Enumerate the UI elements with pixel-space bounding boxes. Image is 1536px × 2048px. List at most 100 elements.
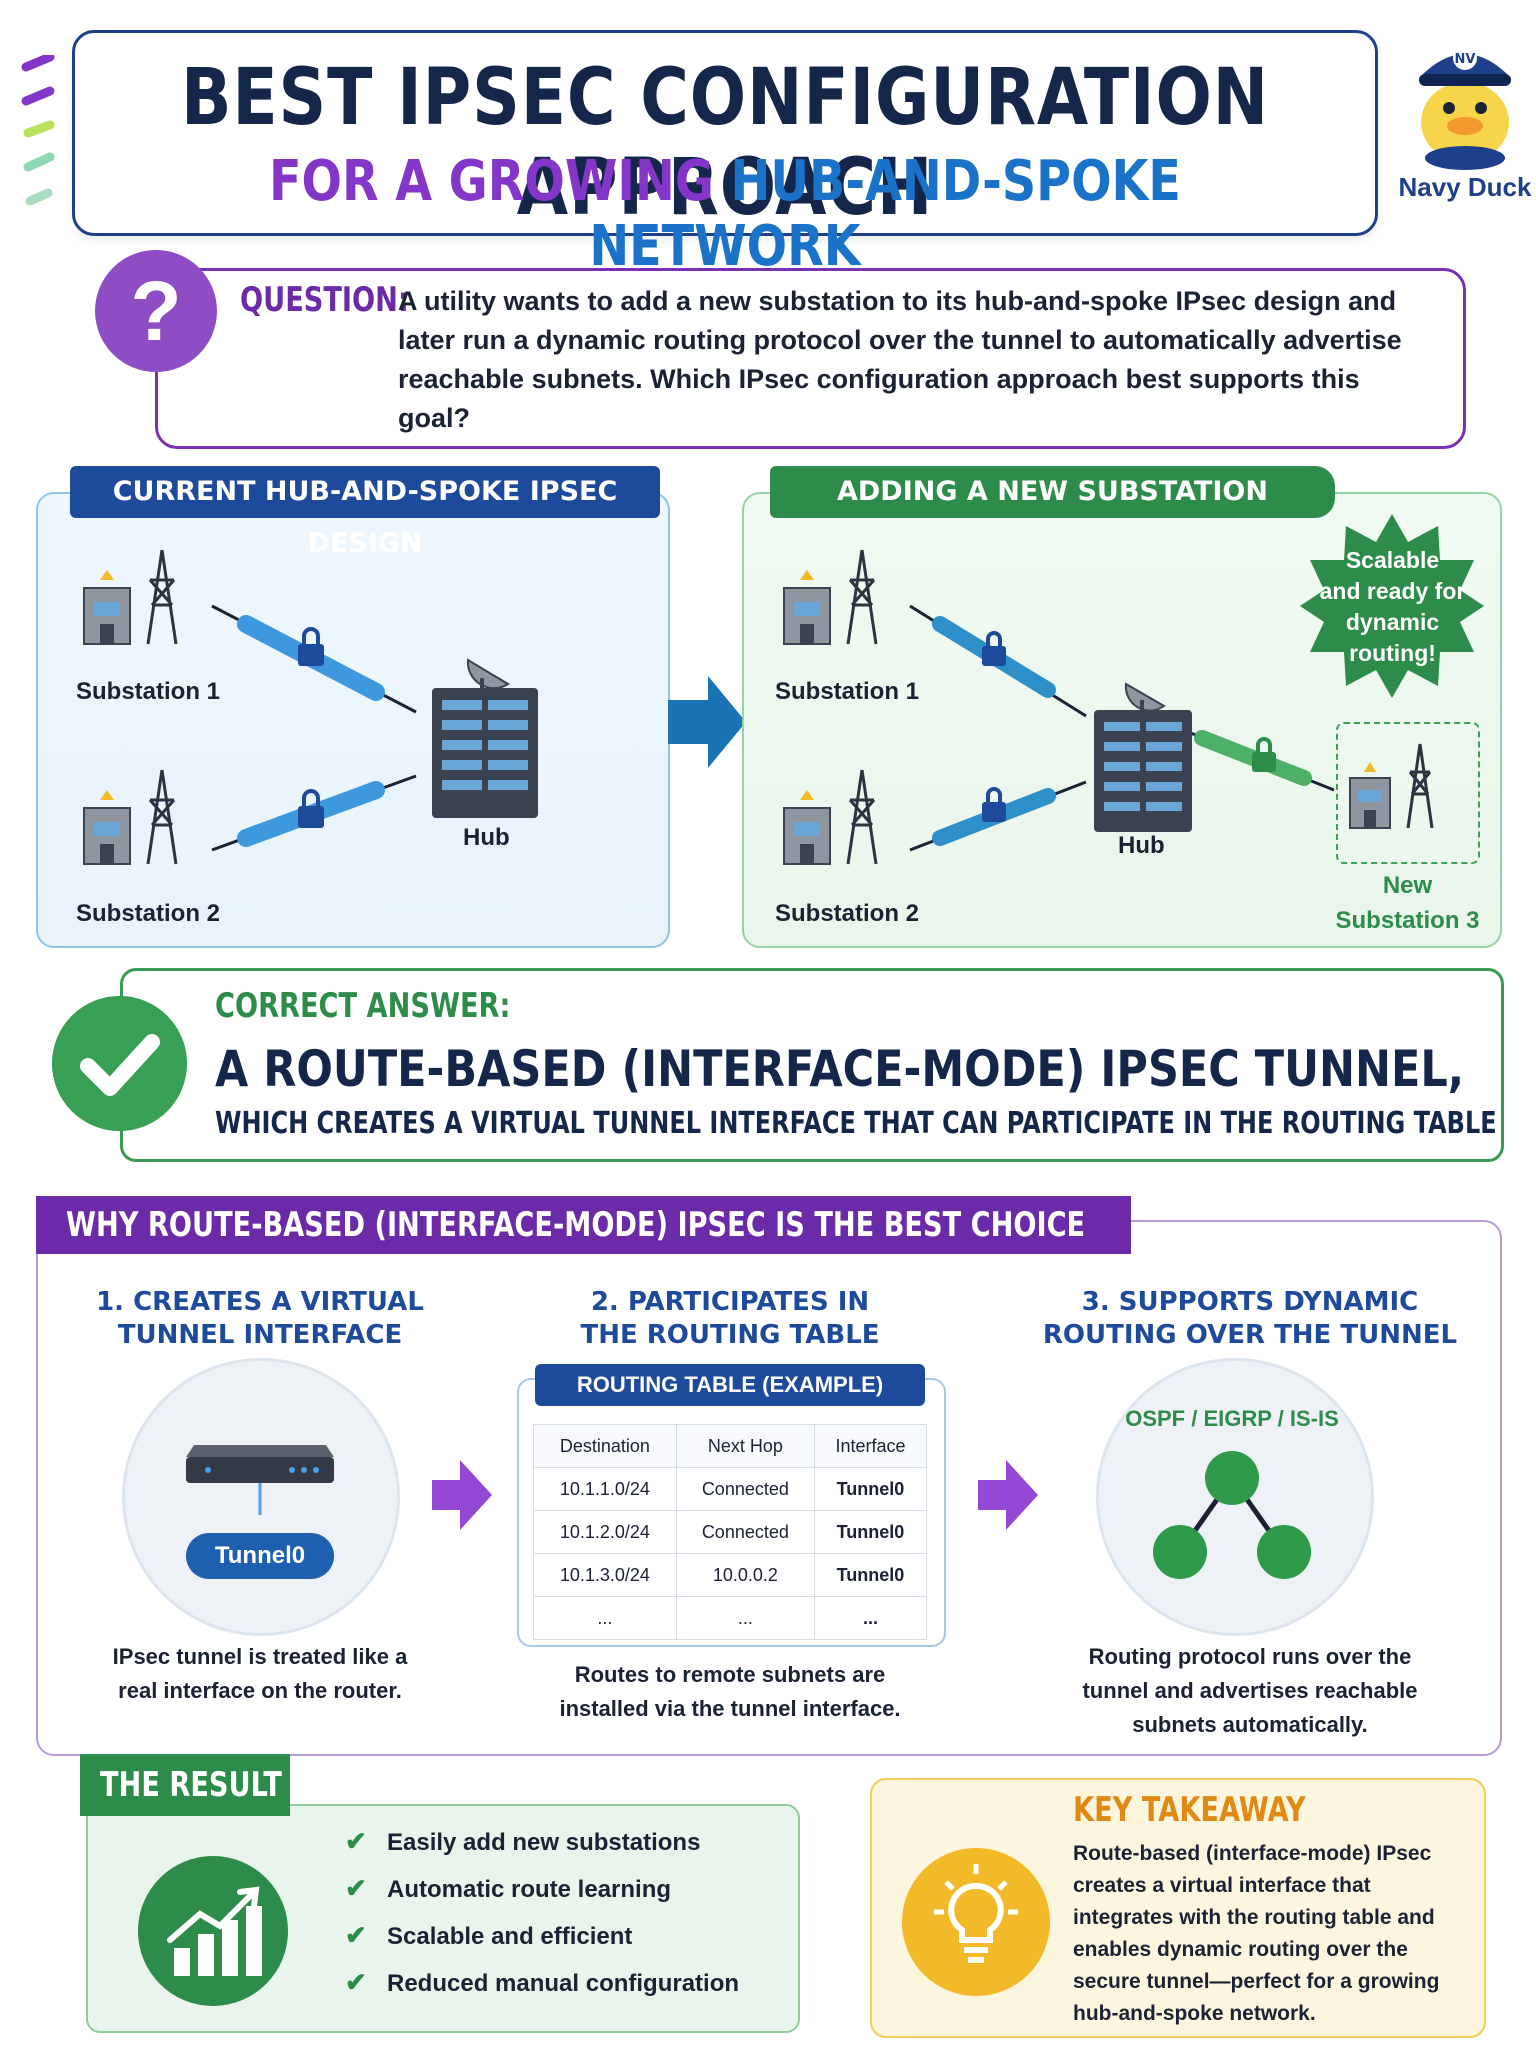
new-substation1-label: Substation 1 (775, 678, 920, 705)
question-text: A utility wants to add a new substation … (398, 286, 1402, 433)
starburst-badge-icon (1300, 514, 1484, 698)
caption-line: IPsec tunnel is treated like a (112, 1644, 408, 1669)
result-title: THE RESULT (100, 1765, 282, 1805)
table-row: ... ... ... (533, 1596, 928, 1640)
substation-icon (783, 549, 878, 645)
cell-destination: 10.1.1.0/24 (533, 1467, 677, 1511)
routing-table: Destination Next Hop Interface 10.1.1.0/… (533, 1424, 928, 1640)
current-design-header: CURRENT HUB-AND-SPOKE IPSEC DESIGN (70, 466, 660, 559)
new-design-diagram (783, 549, 1434, 865)
col3-caption: Routing protocol runs over the tunnel an… (1030, 1640, 1470, 1742)
new-substation-line: Substation 3 (1335, 907, 1480, 934)
growth-chart-icon (138, 1856, 288, 2006)
table-row: 10.1.2.0/24 Connected Tunnel0 (533, 1510, 928, 1554)
current-design-diagram (83, 549, 538, 865)
result-item-text: Reduced manual configuration (387, 1970, 740, 1997)
caption-line: real interface on the router. (118, 1678, 402, 1703)
protocols-label: OSPF / EIGRP / IS-IS (1125, 1406, 1339, 1431)
substation-icon (83, 769, 178, 865)
cell-destination: 10.1.2.0/24 (533, 1510, 677, 1554)
routing-graph-icon (1153, 1451, 1311, 1579)
new-substation-highlight (1336, 722, 1480, 864)
col2-heading: 2. PARTICIPATES IN THE ROUTING TABLE (530, 1286, 930, 1352)
purple-arrow-icon (432, 1460, 492, 1530)
substation-icon (783, 769, 878, 865)
col1-heading: 1. CREATES A VIRTUAL TUNNEL INTERFACE (60, 1286, 460, 1352)
badge-line: routing! (1349, 640, 1436, 666)
result-item: ✔ Easily add new substations (345, 1826, 700, 1857)
answer-sub: WHICH CREATES A VIRTUAL TUNNEL INTERFACE… (215, 1106, 1497, 1141)
heading-line: 1. CREATES A VIRTUAL (96, 1287, 424, 1317)
heading-line: TUNNEL INTERFACE (117, 1320, 403, 1350)
transition-arrow-icon (668, 676, 746, 768)
cell-next-hop: 10.0.0.2 (675, 1553, 815, 1597)
lightbulb-icon (902, 1848, 1050, 1996)
result-item-text: Scalable and efficient (387, 1923, 633, 1950)
new-substation-icon (1349, 743, 1434, 829)
lock-icon (982, 787, 1006, 822)
result-item-text: Automatic route learning (387, 1876, 672, 1903)
badge-line: and ready for (1319, 578, 1466, 604)
new-substation2-label: Substation 2 (775, 900, 920, 927)
cell-destination: ... (533, 1596, 677, 1640)
question-mark-icon: ? (95, 250, 217, 372)
subtitle-part1: FOR A GROWING (269, 149, 714, 214)
routing-table-title: ROUTING TABLE (EXAMPLE) (535, 1364, 925, 1406)
caption-line: installed via the tunnel interface. (559, 1696, 901, 1721)
new-substation-line: New (1382, 872, 1433, 899)
hub-label: Hub (463, 824, 510, 851)
checkmark-icon: ✔ (345, 1920, 367, 1950)
column-header: Destination (533, 1424, 677, 1468)
checkmark-icon (52, 996, 187, 1131)
mascot-name: Navy Duck (1398, 172, 1532, 202)
substation2-label: Substation 2 (76, 900, 221, 927)
lock-icon (298, 789, 324, 828)
table-row: 10.1.3.0/24 10.0.0.2 Tunnel0 (533, 1553, 928, 1597)
lock-icon (298, 627, 324, 666)
caption-line: Routing protocol runs over the (1088, 1644, 1412, 1669)
col2-caption: Routes to remote subnets are installed v… (530, 1658, 930, 1726)
navy-duck-mascot-icon: NV (1419, 46, 1511, 170)
new-design-header: ADDING A NEW SUBSTATION (770, 466, 1335, 518)
svg-text:NV: NV (1455, 52, 1476, 67)
why-banner (36, 1196, 1131, 1254)
caption-line: Routes to remote subnets are (574, 1662, 886, 1687)
cell-destination: 10.1.3.0/24 (533, 1553, 677, 1597)
checkmark-icon: ✔ (345, 1873, 367, 1903)
substation1-label: Substation 1 (76, 678, 221, 705)
table-header-row: Destination Next Hop Interface (533, 1424, 928, 1468)
page-title: BEST IPSEC CONFIGURATION APPROACH (181, 53, 1269, 233)
takeaway-title: KEY TAKEAWAY (1073, 1790, 1306, 1830)
badge-line: Scalable (1345, 547, 1440, 573)
heading-line: 3. SUPPORTS DYNAMIC (1081, 1287, 1419, 1317)
checkmark-icon: ✔ (345, 1826, 367, 1856)
cell-next-hop: ... (675, 1596, 815, 1640)
purple-arrow-icon (978, 1460, 1038, 1530)
answer-card (120, 968, 1504, 1162)
tunnel0-pill: Tunnel0 (186, 1533, 334, 1579)
result-item: ✔ Automatic route learning (345, 1873, 671, 1904)
new-substation-label: New Substation 3 (1310, 868, 1505, 938)
lock-icon (982, 631, 1006, 666)
cell-next-hop: Connected (675, 1467, 815, 1511)
router-icon (186, 1445, 334, 1515)
cell-interface: ... (813, 1596, 928, 1640)
question-label: QUESTION: (240, 280, 409, 320)
cell-interface: Tunnel0 (813, 1467, 928, 1511)
page-subtitle: FOR A GROWING HUB-AND-SPOKE NETWORK (173, 149, 1278, 279)
caption-line: subnets automatically. (1132, 1712, 1368, 1737)
heading-line: 2. PARTICIPATES IN (590, 1287, 870, 1317)
column-header: Interface (813, 1424, 928, 1468)
cell-interface: Tunnel0 (813, 1510, 928, 1554)
badge-line: dynamic (1345, 609, 1440, 635)
lock-icon (1252, 737, 1276, 772)
heading-line: ROUTING OVER THE TUNNEL (1042, 1320, 1458, 1350)
answer-main: A ROUTE-BASED (INTERFACE-MODE) IPSEC TUN… (215, 1040, 1465, 1098)
column-header: Next Hop (675, 1424, 815, 1468)
result-item: ✔Reduced manual configuration (345, 1967, 739, 1998)
result-banner (80, 1754, 290, 1816)
col1-caption: IPsec tunnel is treated like a real inte… (60, 1640, 460, 1708)
result-item-text: Easily add new substations (387, 1829, 701, 1856)
answer-label: CORRECT ANSWER: (215, 986, 511, 1026)
hub-server-icon (432, 658, 538, 818)
